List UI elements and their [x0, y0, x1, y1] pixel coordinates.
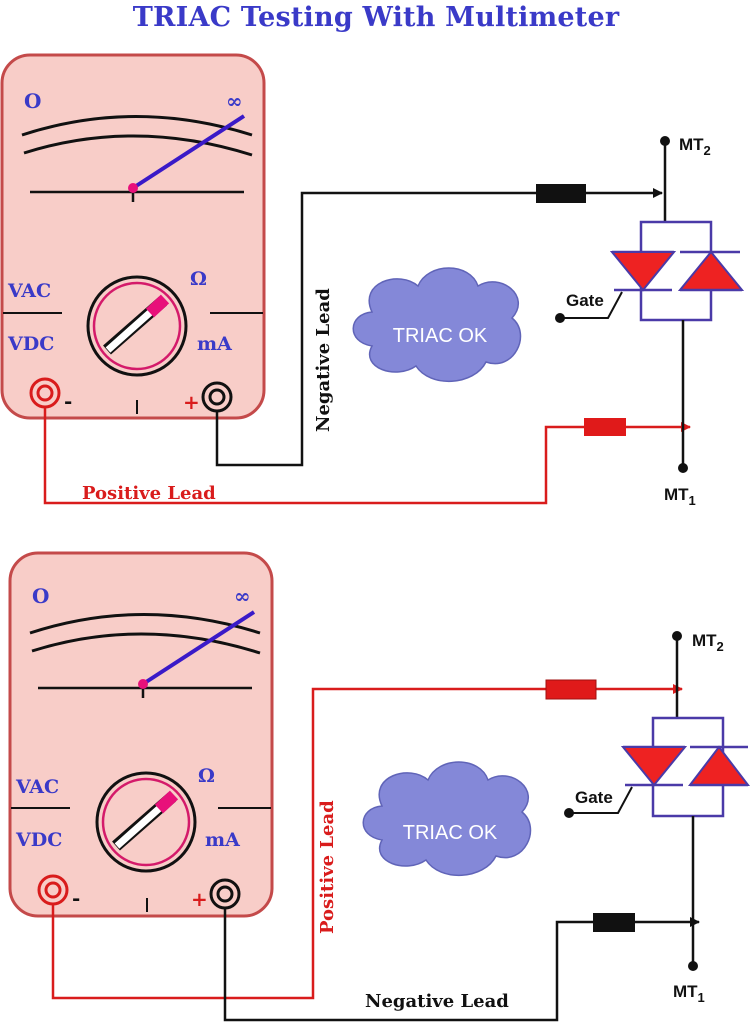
scale-zero-label: O — [32, 584, 49, 608]
positive-lead-wire — [51, 684, 683, 1000]
panel-top: O ∞ VAC VDC Ω mA - — [0, 53, 745, 508]
negative-probe — [593, 913, 635, 932]
terminal-minus-label: - — [64, 389, 72, 413]
needle-pivot — [138, 679, 148, 689]
terminal-plus-label: + — [183, 390, 200, 414]
scale-infinity-label: ∞ — [234, 584, 251, 608]
terminal-minus-label: - — [72, 886, 80, 910]
mt1-label: MT1 — [673, 982, 705, 1005]
triac-left-triangle — [609, 251, 677, 292]
terminal-negative[interactable] — [37, 874, 69, 906]
range-ma-label: mA — [205, 829, 240, 851]
range-vdc-label: VDC — [15, 829, 62, 851]
mt1-terminal-dot — [678, 463, 688, 473]
scale-arc-inner — [31, 632, 261, 655]
scale-arc-inner — [23, 134, 253, 157]
mt2-terminal-dot — [672, 631, 682, 641]
negative-lead-label: Negative Lead — [313, 288, 334, 432]
triac-right-triangle — [687, 745, 751, 786]
multimeter-top: O ∞ VAC VDC Ω mA - — [0, 53, 266, 420]
positive-probe — [584, 418, 626, 436]
needle-pivot — [128, 183, 138, 193]
positive-lead-label: Positive Lead — [317, 800, 338, 934]
range-vdc-label: VDC — [7, 333, 54, 355]
meter-needle — [131, 114, 246, 190]
range-ohm-label: Ω — [190, 268, 207, 290]
mt1-label: MT1 — [664, 485, 696, 508]
scale-arc-outer — [21, 115, 253, 137]
terminal-positive[interactable] — [209, 878, 241, 910]
range-vac-label: VAC — [7, 280, 51, 302]
triac-left-triangle — [620, 746, 688, 787]
triac-symbol: MT2 Gate MT1 — [564, 631, 751, 1005]
negative-probe — [536, 184, 586, 203]
range-selector-knob[interactable] — [86, 275, 188, 377]
status-text: TRIAC OK — [393, 325, 488, 347]
gate-terminal-dot — [564, 808, 574, 818]
gate-lead — [569, 786, 633, 814]
meter-needle — [141, 610, 256, 686]
triac-right-triangle — [677, 250, 745, 291]
mt1-terminal-dot — [688, 961, 698, 971]
mt2-terminal-dot — [660, 136, 670, 146]
positive-lead-label: Positive Lead — [82, 483, 216, 504]
range-vac-label: VAC — [15, 776, 59, 798]
multimeter-bottom: O ∞ VAC VDC Ω mA - — [8, 551, 274, 918]
mt2-label: MT2 — [692, 631, 724, 654]
positive-probe — [545, 679, 597, 700]
scale-zero-label: O — [24, 89, 41, 113]
gate-label: Gate — [575, 788, 613, 807]
range-ohm-label: Ω — [198, 765, 215, 787]
diagram-title: TRIAC Testing With Multimeter — [0, 2, 752, 33]
negative-lead-label: Negative Lead — [365, 991, 509, 1012]
range-ma-label: mA — [197, 333, 232, 355]
status-cloud: TRIAC OK — [362, 761, 532, 876]
triac-symbol: MT2 Gate MT1 — [555, 135, 745, 508]
status-cloud: TRIAC OK — [352, 267, 522, 382]
status-text: TRIAC OK — [403, 822, 498, 844]
terminal-negative[interactable] — [29, 377, 61, 409]
title-text: TRIAC Testing With Multimeter — [132, 2, 620, 33]
gate-terminal-dot — [555, 313, 565, 323]
gate-label: Gate — [566, 291, 604, 310]
gate-lead — [560, 291, 623, 319]
panel-bottom: O ∞ VAC VDC Ω mA - — [8, 551, 751, 1022]
scale-infinity-label: ∞ — [226, 89, 243, 113]
range-selector-knob[interactable] — [95, 771, 197, 873]
terminal-plus-label: + — [191, 887, 208, 911]
negative-lead-wire — [215, 188, 663, 467]
mt2-label: MT2 — [679, 135, 711, 158]
terminal-positive[interactable] — [201, 381, 233, 413]
